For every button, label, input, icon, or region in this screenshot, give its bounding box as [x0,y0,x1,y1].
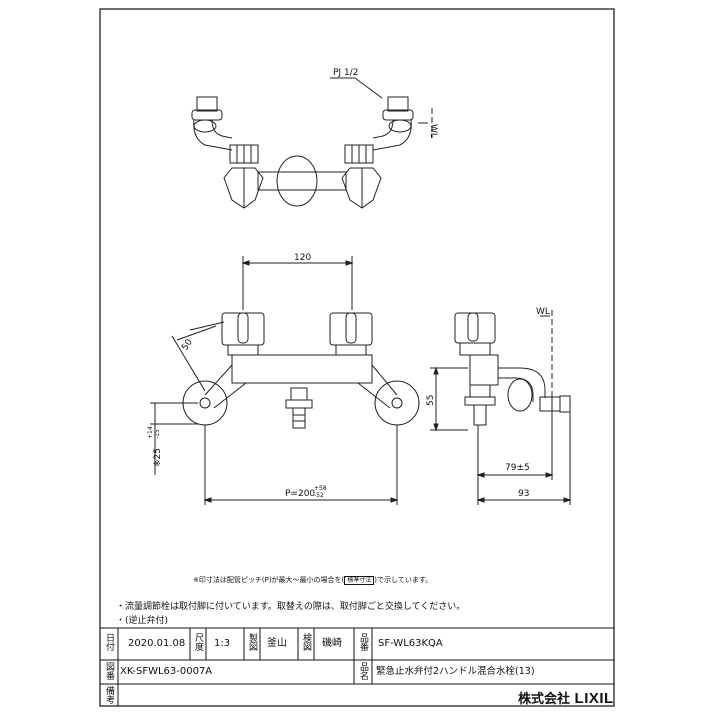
product-name-value: 緊急止水弁付2ハンドル混合水栓(13) [376,666,535,677]
dim-79: 79±5 [505,463,530,473]
drawn-value: 釜山 [267,638,287,649]
dim-angle-tol-lower: -15 [154,429,161,439]
dim-120: 120 [294,253,311,263]
note-line-2: ・(逆止弁付) [116,616,169,626]
dim-pitch: P=200 [285,489,315,499]
dim-angle-range: ※25 [153,448,163,467]
dim-93: 93 [518,489,529,499]
top-wall-label: WL [428,124,438,138]
asterisk-note-box: 標準寸法 [344,576,375,585]
scale-label: 尺度 [193,633,203,651]
drawing-no-label: 図番 [104,662,114,680]
remarks-label: 備考 [104,686,114,704]
brand-logo: LIXIL [574,690,614,707]
top-pipe-label: PJ 1/2 [333,68,358,78]
checked-value: 磯崎 [322,638,342,649]
asterisk-note: ※印寸法は配管ピッチ(P)が最大～最小の場合を(標準寸法)で示しています。 [193,575,432,585]
checked-label: 検図 [301,633,311,651]
dim-angle-tol-upper: +14 [147,426,154,439]
dim-50: 50 [180,337,195,352]
asterisk-note-text: ※印寸法は配管ピッチ(P)が最大～最小の場合を( [193,576,345,584]
dim-55: 55 [426,395,436,406]
title-block-grid [100,627,614,706]
product-name-label: 品名 [358,662,368,680]
date-label: 日付 [104,633,114,651]
company-logo: 株式会社 LIXIL [518,688,614,707]
company-name: 株式会社 [518,692,571,707]
dim-pitch-tol-upper: +58 [314,485,327,492]
asterisk-note-tail: )で示しています。 [374,576,433,584]
side-view-drawing [430,310,572,505]
top-view-drawing [191,77,433,209]
drawing-no-value: XK-SFWL63-0007A [120,666,213,677]
dim-pitch-tol-lower: -52 [314,492,324,499]
note-line-1: ・流量調節栓は取付脚に付いています。取替えの際は、取付脚ごと交換してください。 [116,602,466,612]
side-wall-label: WL [536,307,550,317]
product-code-label: 品番 [358,633,368,651]
front-view-drawing [150,256,420,505]
sheet-border [99,8,615,707]
drawn-label: 製図 [247,633,257,651]
date-value: 2020.01.08 [128,638,186,649]
product-code-value: SF-WL63KQA [378,638,443,649]
scale-value: 1:3 [214,638,231,649]
